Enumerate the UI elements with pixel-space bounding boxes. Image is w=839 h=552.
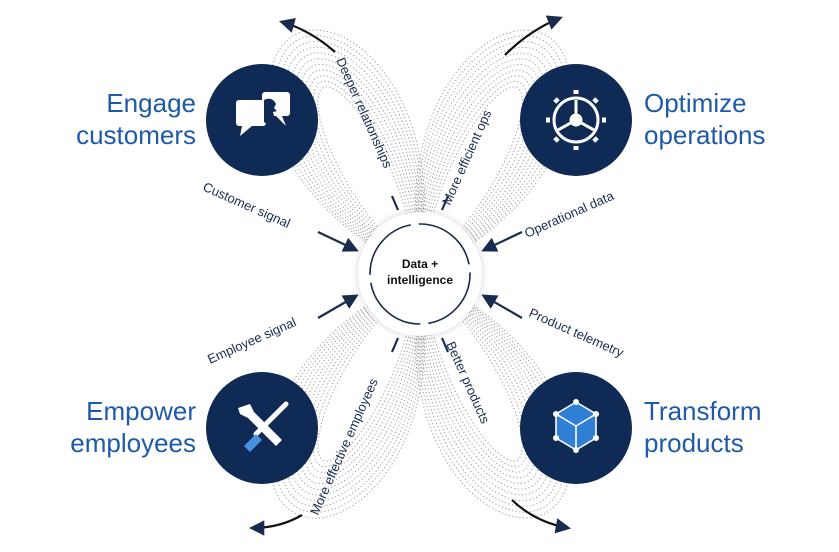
- dotted-loop-3-0: [414, 273, 572, 519]
- dotted-loop-0-5: [293, 58, 421, 275]
- loop-tip-arrows: [248, 15, 572, 536]
- arrow-deeper-relationships-start: [390, 195, 400, 211]
- engage-title-line2: customers: [76, 120, 196, 150]
- optimize-title-line1: Optimize: [644, 88, 747, 118]
- arrow-product-telemetry: [481, 294, 523, 319]
- dotted-loop-3-3: [418, 273, 557, 502]
- dotted-loop-2-0: [268, 273, 426, 519]
- dotted-loop-1-0: [414, 29, 572, 275]
- dotted-loop-3-10: [419, 273, 523, 462]
- dotted-loop-1-5: [419, 58, 547, 275]
- label-operational-data: Operational data: [522, 188, 617, 241]
- quadrant-optimize: Optimize operations: [520, 64, 765, 176]
- label-customer-signal: Customer signal: [201, 179, 293, 231]
- flow-arrows: [317, 195, 523, 353]
- dotted-loops: [268, 29, 572, 519]
- dotted-loop-0-1: [273, 35, 425, 275]
- dotted-loop-2-6: [298, 273, 421, 484]
- engage-title-line1: Engage: [106, 88, 196, 118]
- dotted-loop-0-4: [289, 52, 422, 275]
- dotted-loop-0-3: [283, 46, 423, 275]
- arrow-better-products-start: [440, 337, 450, 353]
- optimize-title-line2: operations: [644, 120, 765, 150]
- arrow-employee-signal: [317, 294, 359, 319]
- dotted-loop-3-6: [419, 273, 542, 484]
- tip-arrow-top-left: [279, 17, 336, 53]
- tools-icon: [238, 401, 289, 452]
- dotted-loop-1-4: [418, 52, 552, 275]
- tip-arrow-top-right: [504, 15, 563, 56]
- dotted-loop-2-5: [293, 273, 421, 490]
- transform-title-line1: Transform: [644, 396, 762, 426]
- label-deeper-relationships: Deeper relationships: [333, 55, 395, 170]
- arrow-more-efficient-start: [440, 195, 450, 211]
- dotted-loop-0-6: [298, 64, 421, 275]
- arrow-operational-data: [481, 231, 523, 252]
- cube-icon: [553, 399, 599, 453]
- tip-arrow-bottom-left: [248, 514, 303, 536]
- dotted-loop-3-1: [415, 273, 567, 513]
- dotted-loop-2-10: [317, 273, 421, 462]
- dotted-loop-2-1: [273, 273, 425, 513]
- dotted-loop-1-10: [419, 86, 523, 275]
- label-more-efficient-ops: More efficient ops: [439, 107, 495, 207]
- dotted-loop-3-4: [418, 273, 552, 496]
- quadrant-engage: Engage customers: [76, 64, 318, 176]
- hub: Data + intelligence: [352, 206, 488, 342]
- quadrant-empower: Empower employees: [70, 372, 318, 484]
- dotted-loop-0-0: [268, 29, 426, 275]
- hub-label-line1: Data +: [402, 257, 438, 271]
- dotted-loop-3-5: [419, 273, 547, 490]
- arrow-customer-signal: [317, 231, 359, 252]
- label-better-products: Better products: [443, 339, 493, 426]
- label-product-telemetry: Product telemetry: [527, 305, 627, 360]
- dotted-loop-0-10: [317, 86, 421, 275]
- gear-icon: [546, 90, 606, 150]
- dotted-loop-2-4: [289, 273, 422, 496]
- transform-title-line2: products: [644, 428, 744, 458]
- arrow-more-effective-start: [390, 337, 400, 353]
- chat-bubbles-icon: [236, 92, 290, 136]
- label-more-effective-employees: More effective employees: [307, 376, 381, 518]
- label-employee-signal: Employee signal: [205, 314, 298, 367]
- empower-title-line1: Empower: [86, 396, 196, 426]
- dotted-loop-2-3: [283, 273, 423, 502]
- dotted-loop-1-6: [419, 64, 542, 275]
- dotted-loop-1-1: [415, 35, 567, 275]
- tip-arrow-bottom-right: [511, 499, 572, 534]
- hub-label-line2: intelligence: [387, 273, 453, 287]
- dotted-loop-1-3: [418, 46, 557, 275]
- empower-title-line2: employees: [70, 428, 196, 458]
- quadrant-transform: Transform products: [520, 372, 762, 484]
